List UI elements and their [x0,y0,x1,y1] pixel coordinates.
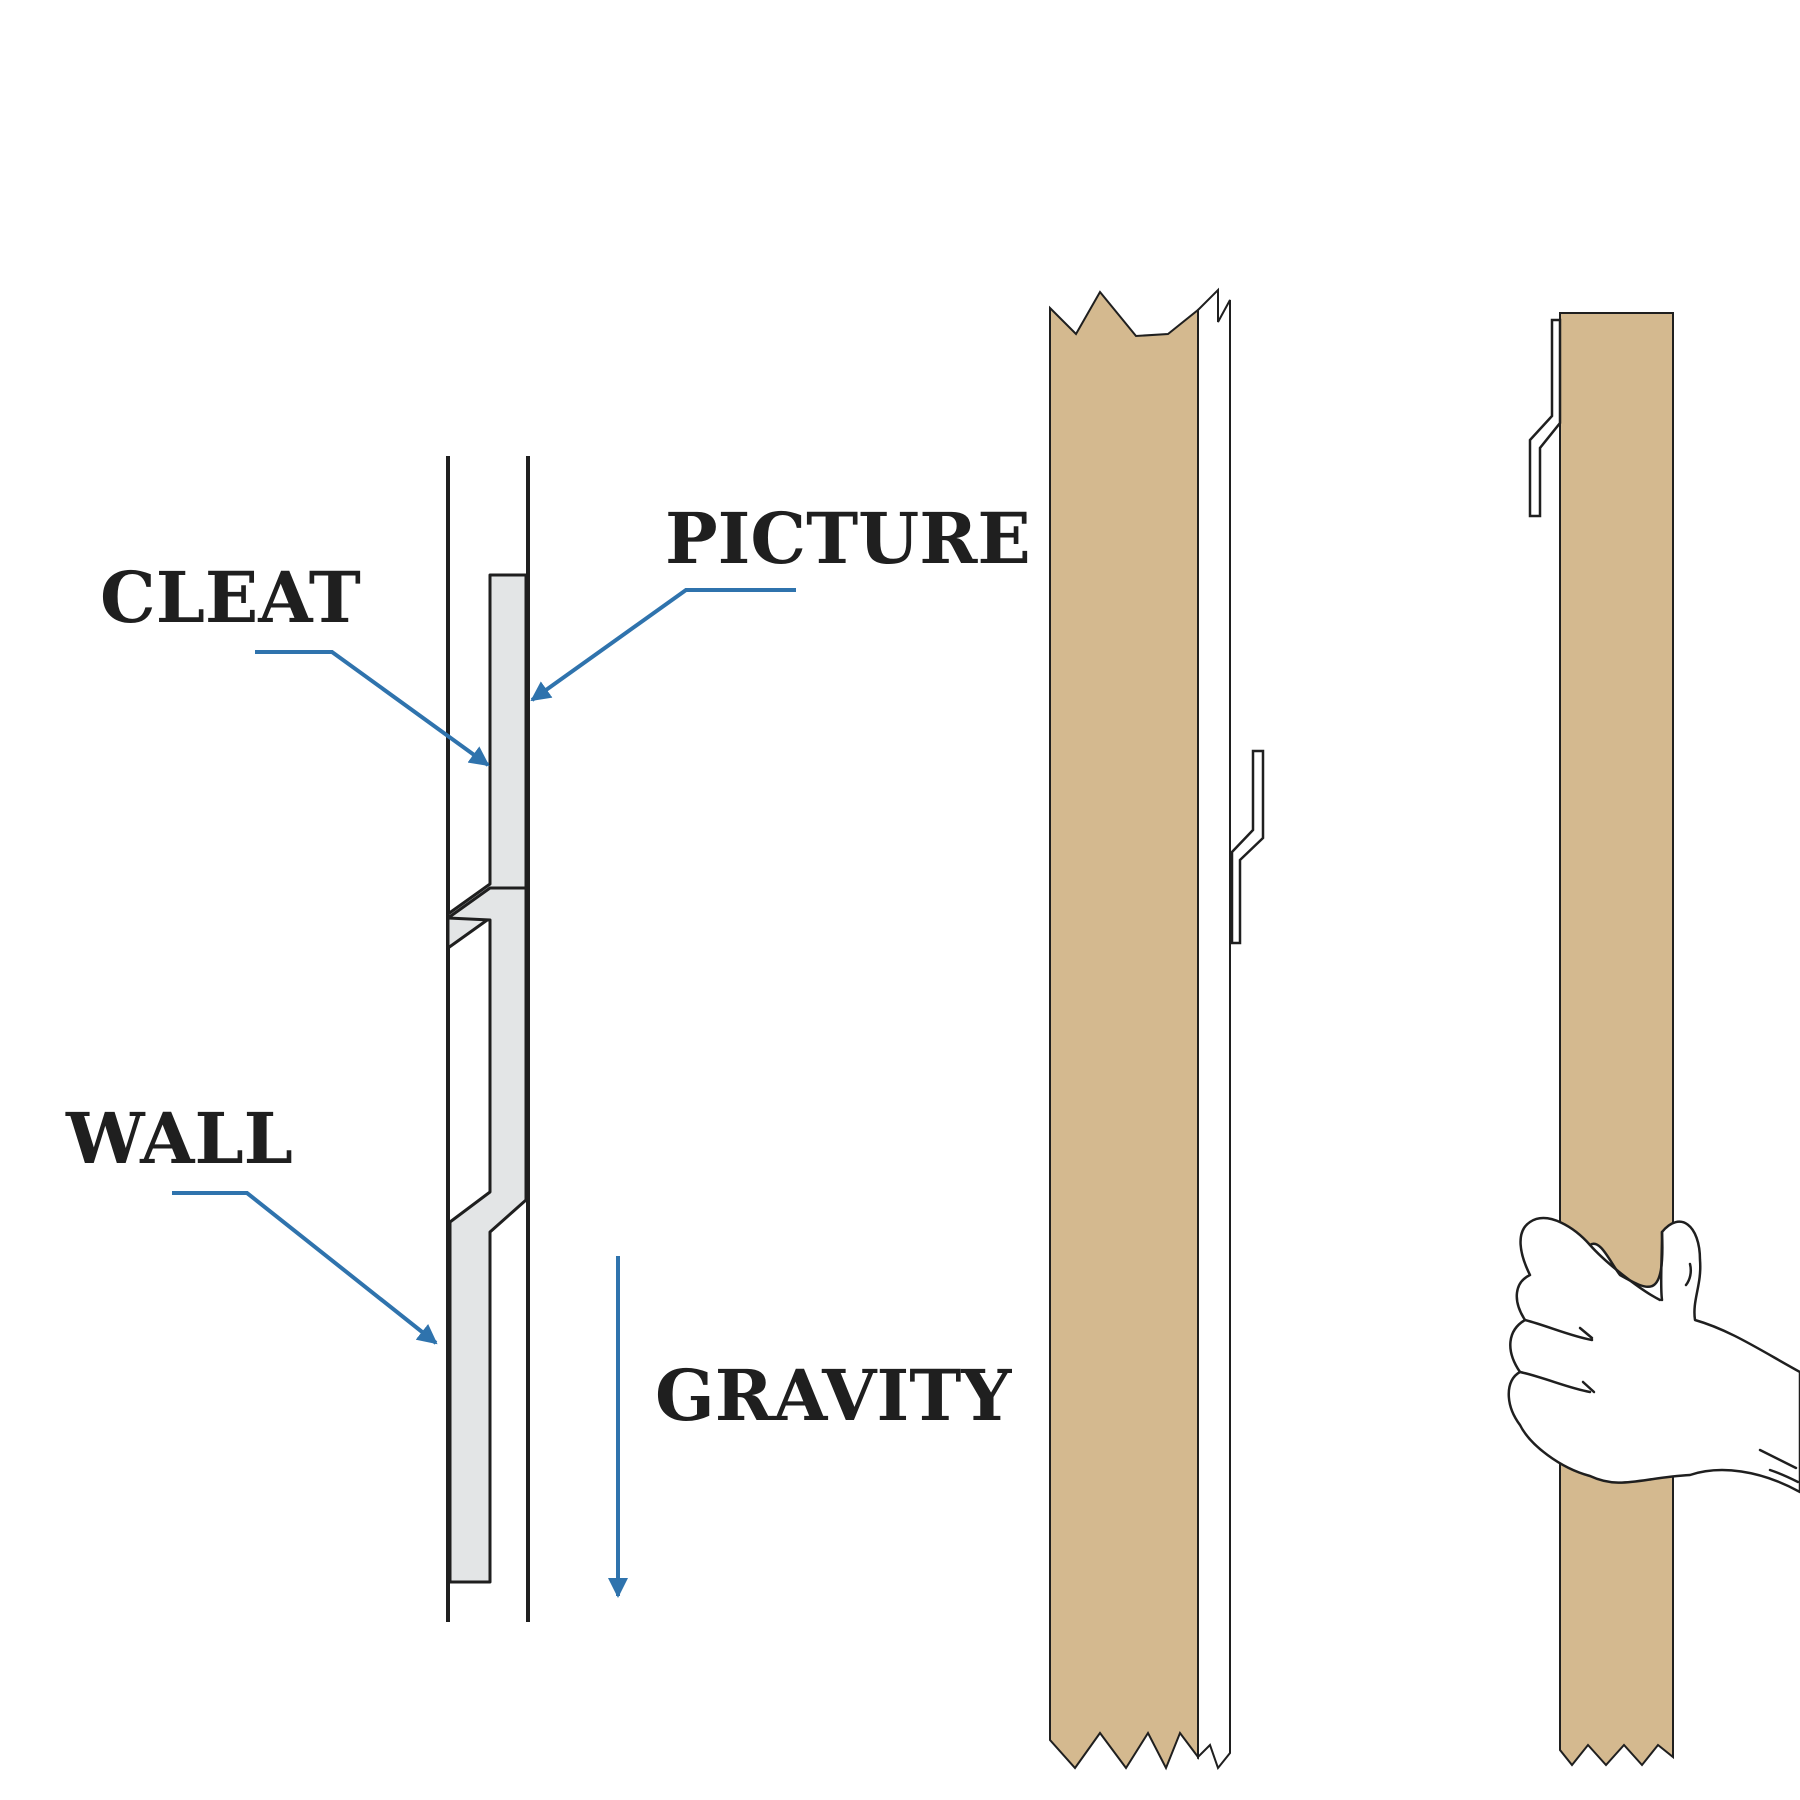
picture-back-cleat [1528,318,1562,518]
cross-section-schematic: CLEAT PICTURE WALL GRAVITY [65,456,1031,1622]
gravity-label: GRAVITY [655,1354,1012,1437]
wall-label: WALL [65,1097,293,1180]
picture-board-right [1559,312,1674,1767]
picture-panel [1197,287,1231,1771]
hand-illustration [1507,1216,1800,1494]
installed-side-view [1049,287,1265,1771]
wall-board [1049,290,1199,1771]
installed-cleat [1230,749,1265,945]
hand-holding-view [1507,312,1800,1767]
cleat-label: CLEAT [100,556,361,639]
wall-cleat [446,886,528,1584]
picture-cleat [446,573,528,950]
picture-pointer-arrow [530,588,796,702]
picture-label: PICTURE [665,497,1031,580]
wall-pointer-arrow [172,1191,438,1345]
cleat-pointer-arrow [255,650,490,767]
